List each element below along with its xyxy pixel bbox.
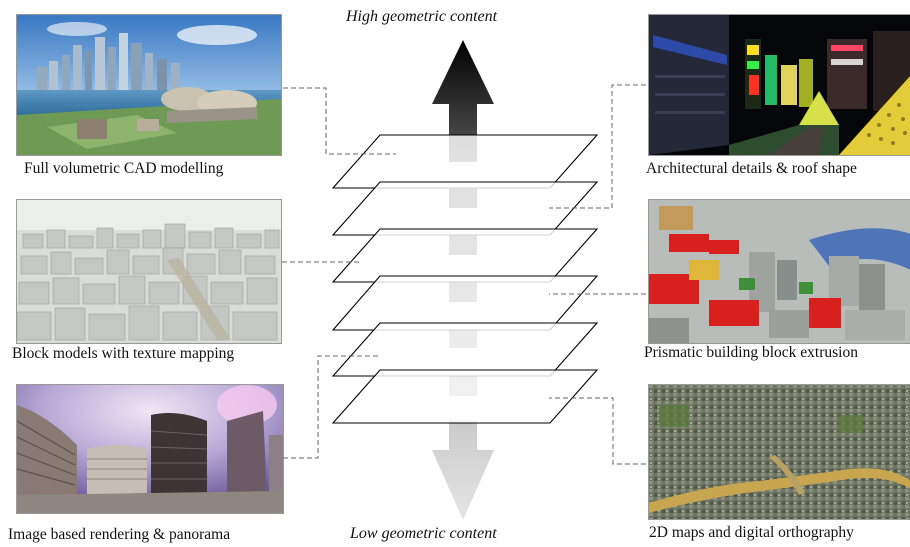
layer-plane-3 bbox=[331, 228, 599, 283]
caption-image-based-rendering: Image based rendering & panorama bbox=[8, 526, 231, 543]
connector-architectural bbox=[549, 84, 646, 209]
caption-prismatic-extrusion: Prismatic building block extrusion bbox=[644, 344, 858, 361]
low-geometric-content-label: Low geometric content bbox=[350, 525, 497, 542]
caption-architectural-details: Architectural details & roof shape bbox=[646, 160, 857, 177]
panorama-street-image bbox=[17, 385, 283, 513]
connector-panorama bbox=[283, 355, 378, 459]
extruded-blocks-image bbox=[649, 200, 910, 343]
layer-plane-1 bbox=[331, 134, 599, 189]
layer-plane-5 bbox=[331, 322, 599, 377]
night-city-street-image bbox=[649, 15, 910, 155]
panel-full-volumetric-cad bbox=[16, 14, 282, 156]
caption-2d-maps-orthography: 2D maps and digital orthography bbox=[649, 524, 854, 541]
connector-2d-maps bbox=[549, 397, 646, 465]
high-geometric-content-label: High geometric content bbox=[346, 8, 498, 25]
caption-full-volumetric-cad: Full volumetric CAD modelling bbox=[24, 160, 224, 177]
textured-block-model-image bbox=[17, 200, 281, 343]
panel-architectural-details bbox=[648, 14, 910, 156]
downward-arrow bbox=[432, 420, 494, 520]
layer-plane-4 bbox=[331, 275, 599, 331]
city-skyline-cad-image bbox=[17, 15, 281, 155]
connector-cad bbox=[283, 87, 396, 155]
upward-arrow bbox=[432, 40, 494, 162]
panel-image-based-rendering bbox=[16, 384, 284, 514]
panel-2d-maps-orthography bbox=[648, 384, 910, 520]
layer-plane-6 bbox=[331, 369, 599, 424]
panel-block-models-texture bbox=[16, 199, 282, 344]
panel-prismatic-extrusion bbox=[648, 199, 910, 344]
caption-block-models-texture: Block models with texture mapping bbox=[12, 345, 235, 362]
aerial-orthophoto-image bbox=[649, 385, 910, 519]
